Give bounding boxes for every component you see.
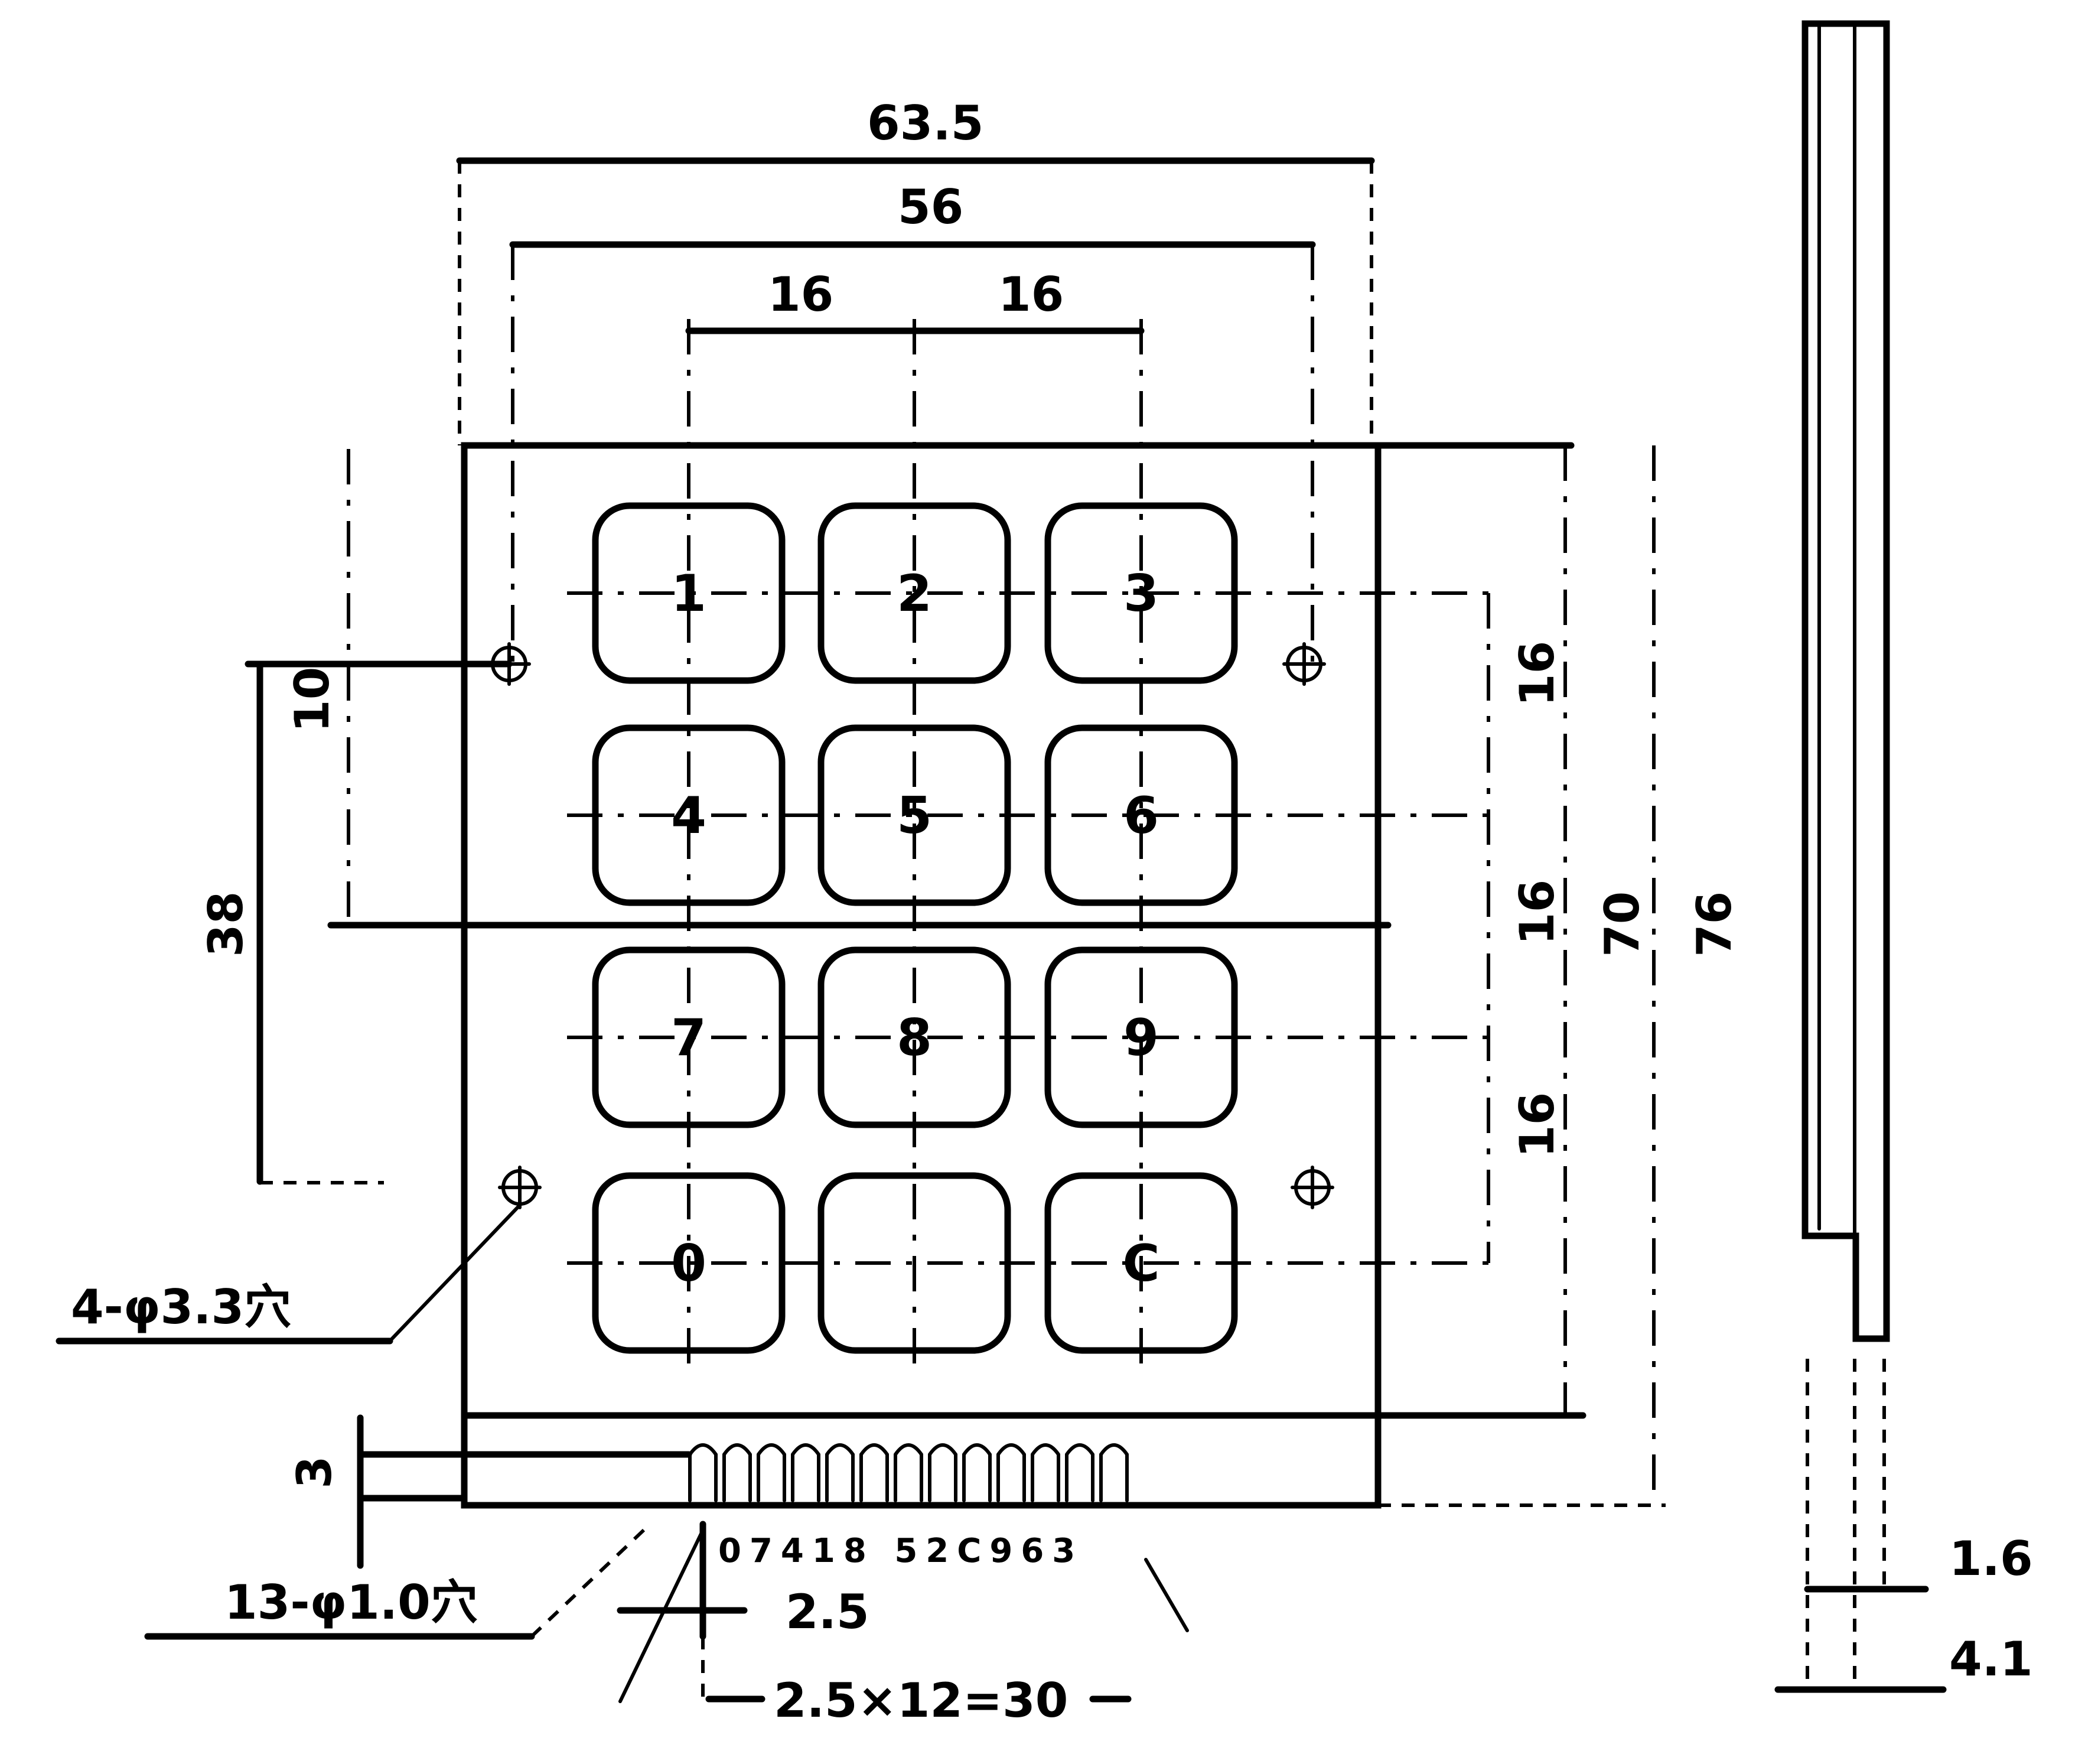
dim-left-offset: 10 bbox=[285, 667, 340, 733]
dim-thickness-total: 4.1 bbox=[1949, 1632, 2033, 1687]
connector-pin bbox=[791, 1443, 820, 1502]
dim-height-inner: 70 bbox=[1595, 891, 1650, 957]
dim-key-pitch-left: 16 bbox=[768, 267, 833, 322]
connector-pin bbox=[859, 1443, 889, 1502]
connector-pin bbox=[996, 1443, 1026, 1502]
dim-key-pitch-right: 16 bbox=[998, 267, 1064, 322]
side-view bbox=[1774, 20, 1947, 1693]
dim-pin-pitch: 2.5 bbox=[786, 1584, 869, 1639]
dim-row-pitch-1: 16 bbox=[1510, 641, 1565, 707]
mounting-hole bbox=[1291, 1166, 1334, 1209]
connector-pin bbox=[722, 1443, 752, 1502]
connector-pin bbox=[928, 1443, 957, 1502]
dim-overall-width: 63.5 bbox=[867, 96, 983, 151]
connector-pins bbox=[682, 1443, 1135, 1509]
connector-pin bbox=[962, 1443, 992, 1502]
connector-pin bbox=[1099, 1443, 1129, 1502]
connector-pin bbox=[1031, 1443, 1060, 1502]
dim-thickness-board: 1.6 bbox=[1949, 1531, 2033, 1586]
pin-order-label: 07418 52C963 bbox=[718, 1532, 1083, 1570]
connector-pin bbox=[825, 1443, 855, 1502]
connector-pin bbox=[1065, 1443, 1094, 1502]
connector-pin bbox=[688, 1443, 718, 1502]
dim-left-span: 38 bbox=[198, 891, 253, 957]
key-centerlines bbox=[567, 319, 1488, 1376]
mounting-hole bbox=[1282, 642, 1326, 686]
dim-row-pitch-2: 16 bbox=[1510, 880, 1565, 945]
mounting-hole bbox=[498, 1166, 542, 1209]
dim-pin-span: 2.5×12=30 bbox=[774, 1673, 1068, 1728]
note-pin-holes: 13-φ1.0穴 bbox=[224, 1575, 478, 1630]
dim-hole-spacing: 56 bbox=[898, 180, 963, 235]
connector-pin bbox=[894, 1443, 923, 1502]
dimension-labels: 63.5 56 16 16 16 16 16 70 76 10 38 3 2.5… bbox=[71, 96, 2033, 1728]
dimension-lines bbox=[56, 157, 1666, 1703]
dim-bottom-strip: 3 bbox=[287, 1456, 342, 1489]
dim-row-pitch-3: 16 bbox=[1510, 1092, 1565, 1158]
connector-pin bbox=[757, 1443, 786, 1502]
note-mount-holes: 4-φ3.3穴 bbox=[71, 1280, 291, 1335]
dim-height-overall: 76 bbox=[1687, 891, 1742, 957]
